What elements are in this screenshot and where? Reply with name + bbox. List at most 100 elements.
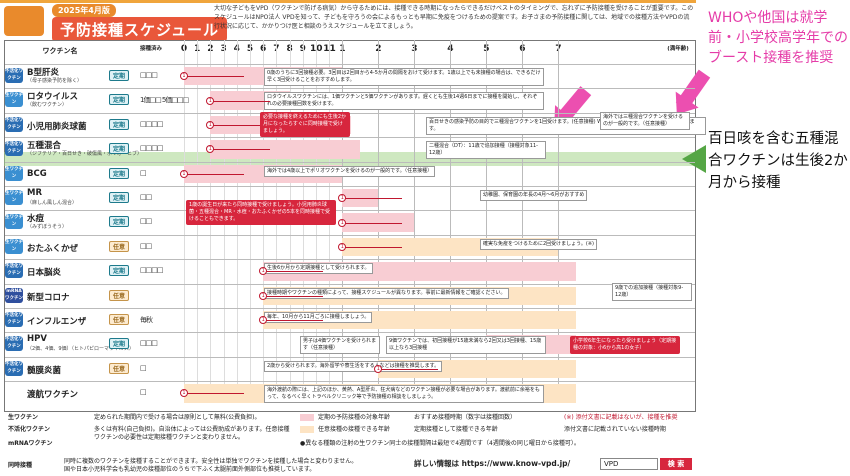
legend-simul-desc: 同時に複数のワクチンを接種することができます。安全性は単独でワクチンを接種した場…	[64, 458, 358, 465]
vaccine-row	[5, 356, 695, 381]
vaccine-row	[5, 88, 695, 112]
dose-marker: 1	[206, 121, 215, 129]
row-note: 海外渡航の際には、上記のほか、黄熱、A型肝炎、狂犬病などのワクチン接種が必要な場…	[264, 385, 544, 404]
dose-checkboxes[interactable]: □	[140, 168, 147, 177]
dose-checkboxes[interactable]: 毎秋	[140, 316, 153, 324]
vaccine-row	[5, 234, 695, 259]
legend-attached2: 添付文書に記載されていない接種時期	[564, 426, 666, 433]
schedule-arrow	[378, 369, 439, 370]
vaccine-name: BCG	[27, 168, 47, 179]
vaccine-subtitle: （ジフテリア・百日せき・破傷風・ポリオ・ヒブ）	[27, 151, 143, 158]
grid-line	[184, 40, 185, 396]
vaccine-name: 五種混合	[27, 141, 62, 152]
vaccine-name: ロタウイルス	[27, 92, 79, 103]
legend-live: 生ワクチン	[8, 414, 39, 421]
vaccine-name: インフルエンザ	[27, 317, 87, 327]
dose-checkboxes[interactable]: □□□	[140, 339, 158, 348]
vaccine-row	[5, 64, 695, 88]
vaccine-name: B型肝炎	[27, 68, 59, 78]
age-tick-month: 5	[244, 44, 256, 54]
age-tick-month: 1	[191, 44, 203, 54]
vpd-logo	[4, 6, 44, 36]
row-note: 確実な免疫をつけるために2回受けましょう。(※)	[480, 238, 597, 250]
vaccine-name: HPV	[27, 334, 47, 345]
schedule-arrow	[184, 393, 244, 395]
legend: 生ワクチン 不活化ワクチン mRNAワクチン 同時接種 定められた期間内で受ける…	[4, 412, 696, 476]
legend-recommended: おすすめ接種時期（数字は接種回数）	[414, 414, 517, 421]
jenc-9y-note: 9歳での追加接種（接種対象9-12歳）	[612, 283, 692, 301]
vaccine-category-badge: 定期	[109, 192, 129, 203]
grid-line	[558, 40, 560, 396]
vaccine-row	[5, 332, 695, 356]
dose-marker: 1	[259, 291, 268, 300]
vaccine-name: MR	[27, 188, 43, 198]
schedule-arrow	[342, 198, 403, 200]
dose-marker: 1	[338, 243, 347, 251]
vaccine-type-badge: 生ワクチン	[5, 190, 23, 205]
vaccine-category-badge: 任意	[109, 240, 129, 252]
vaccine-subtitle: （麻しん風しん混合）	[27, 200, 78, 206]
vaccine-category-badge: 任意	[109, 314, 129, 325]
dose-marker: 1	[180, 72, 188, 81]
legend-pink-desc: 定期の予防接種の対象年齢	[318, 414, 391, 421]
vaccine-name: おたふくかぜ	[27, 243, 79, 254]
vaccine-subtitle: （みずぼうそう）	[27, 224, 68, 231]
row-note: 0歳のうちに3回接種必要。3回目は2回目から4-5か月の間隔をおけて受けます。1…	[264, 68, 544, 86]
vaccine-type-badge: 不活化ワクチン	[5, 360, 23, 376]
dose-marker: 1	[374, 365, 383, 373]
vaccine-type-badge: 生ワクチン	[5, 92, 23, 108]
vaccine-category-badge: 定期	[109, 167, 129, 179]
vaccine-row	[5, 137, 695, 161]
vaccine-name: 小児用肺炎球菌	[27, 121, 87, 132]
dose-checkboxes[interactable]: 1価□□ 5価□□□	[140, 96, 189, 105]
age-tick-year: 1	[336, 44, 348, 54]
vaccine-category-badge: 定期	[109, 338, 129, 350]
dose-checkboxes[interactable]: □□□□	[140, 144, 163, 153]
pertussis-overseas-note: 海外では三種混合ワクチンを受けるのが一般的です。（任意接種）	[600, 112, 690, 130]
search-button[interactable]: 検 索	[660, 458, 692, 470]
vaccine-category-badge: 定期	[109, 143, 129, 155]
legend-nini-desc: 多くは有料(自己負担)。自治体によっては公費助成があります。任意接種ワクチンの必…	[94, 426, 290, 441]
vaccine-name: 渡航ワクチン	[27, 390, 79, 401]
schedule-arrow	[263, 271, 324, 273]
search-input[interactable]: VPD	[600, 458, 658, 470]
schedule-arrow	[263, 320, 324, 322]
age-tick-month: 4	[231, 44, 243, 54]
vaccine-row	[5, 381, 695, 405]
green-arrow-icon	[682, 145, 706, 173]
dose-checkboxes[interactable]: □□	[140, 241, 152, 250]
vaccine-name: 日本脳炎	[27, 268, 62, 279]
dose-checkboxes[interactable]: □□□□	[140, 119, 163, 128]
dose-marker: 1	[180, 389, 188, 398]
legend-interval-note: ●異なる種類の注射の生ワクチン同士の接種間隔は最短で4週間です（4週間後の同じ曜…	[300, 440, 580, 447]
grid-line	[486, 40, 488, 396]
schedule-arrow	[210, 100, 271, 102]
legend-peach-swatch	[300, 426, 314, 433]
header-age-unit: (満年齢)	[667, 46, 689, 52]
vaccine-subtitle: （母子感染予防を除く）	[27, 78, 83, 84]
schedule-arrow	[210, 125, 271, 126]
vaccine-type-badge: 生ワクチン	[5, 238, 23, 254]
header-vaccine: ワクチン名	[42, 47, 78, 55]
vaccine-name: 髄膜炎菌	[27, 365, 62, 376]
header-bar	[0, 0, 696, 3]
dose-marker: 1	[338, 194, 347, 203]
dose-checkboxes[interactable]: □□□	[140, 71, 158, 79]
dose-checkboxes[interactable]: □□□□	[140, 266, 163, 275]
vaccine-category-badge: 任意	[109, 289, 129, 301]
schedule-arrow	[263, 295, 324, 297]
more-info-link[interactable]: 詳しい情報は https://www.know-vpd.jp/	[414, 459, 571, 468]
dose-checkboxes[interactable]: □	[140, 388, 147, 397]
age-tick-year: 6	[516, 44, 528, 54]
who-boost-annotation: WHOや他国は就学前・小学校高学年でのブースト接種を推奨	[708, 10, 848, 66]
dose-checkboxes[interactable]: □□	[140, 193, 152, 201]
vaccine-row	[5, 210, 695, 234]
simultaneous-note: 必要な接種を終えるためにも生後2か月になったらすぐに同時接種で受けましょう。	[260, 112, 350, 137]
row-note: 二種混合（DT）：11歳で追加接種（接種対象11-12歳）	[426, 141, 546, 160]
hpv-9v-note: 9価ワクチンでは、初回接種が15歳未満なら2回又は3回接種、15歳以上なら3回接…	[386, 336, 546, 354]
dose-checkboxes[interactable]: □	[140, 363, 147, 372]
dose-checkboxes[interactable]: □□	[140, 217, 152, 226]
vaccine-type-badge: 不活化ワクチン	[5, 68, 23, 83]
vaccine-name: 水痘	[27, 214, 45, 225]
dose-marker: 1	[259, 316, 268, 325]
